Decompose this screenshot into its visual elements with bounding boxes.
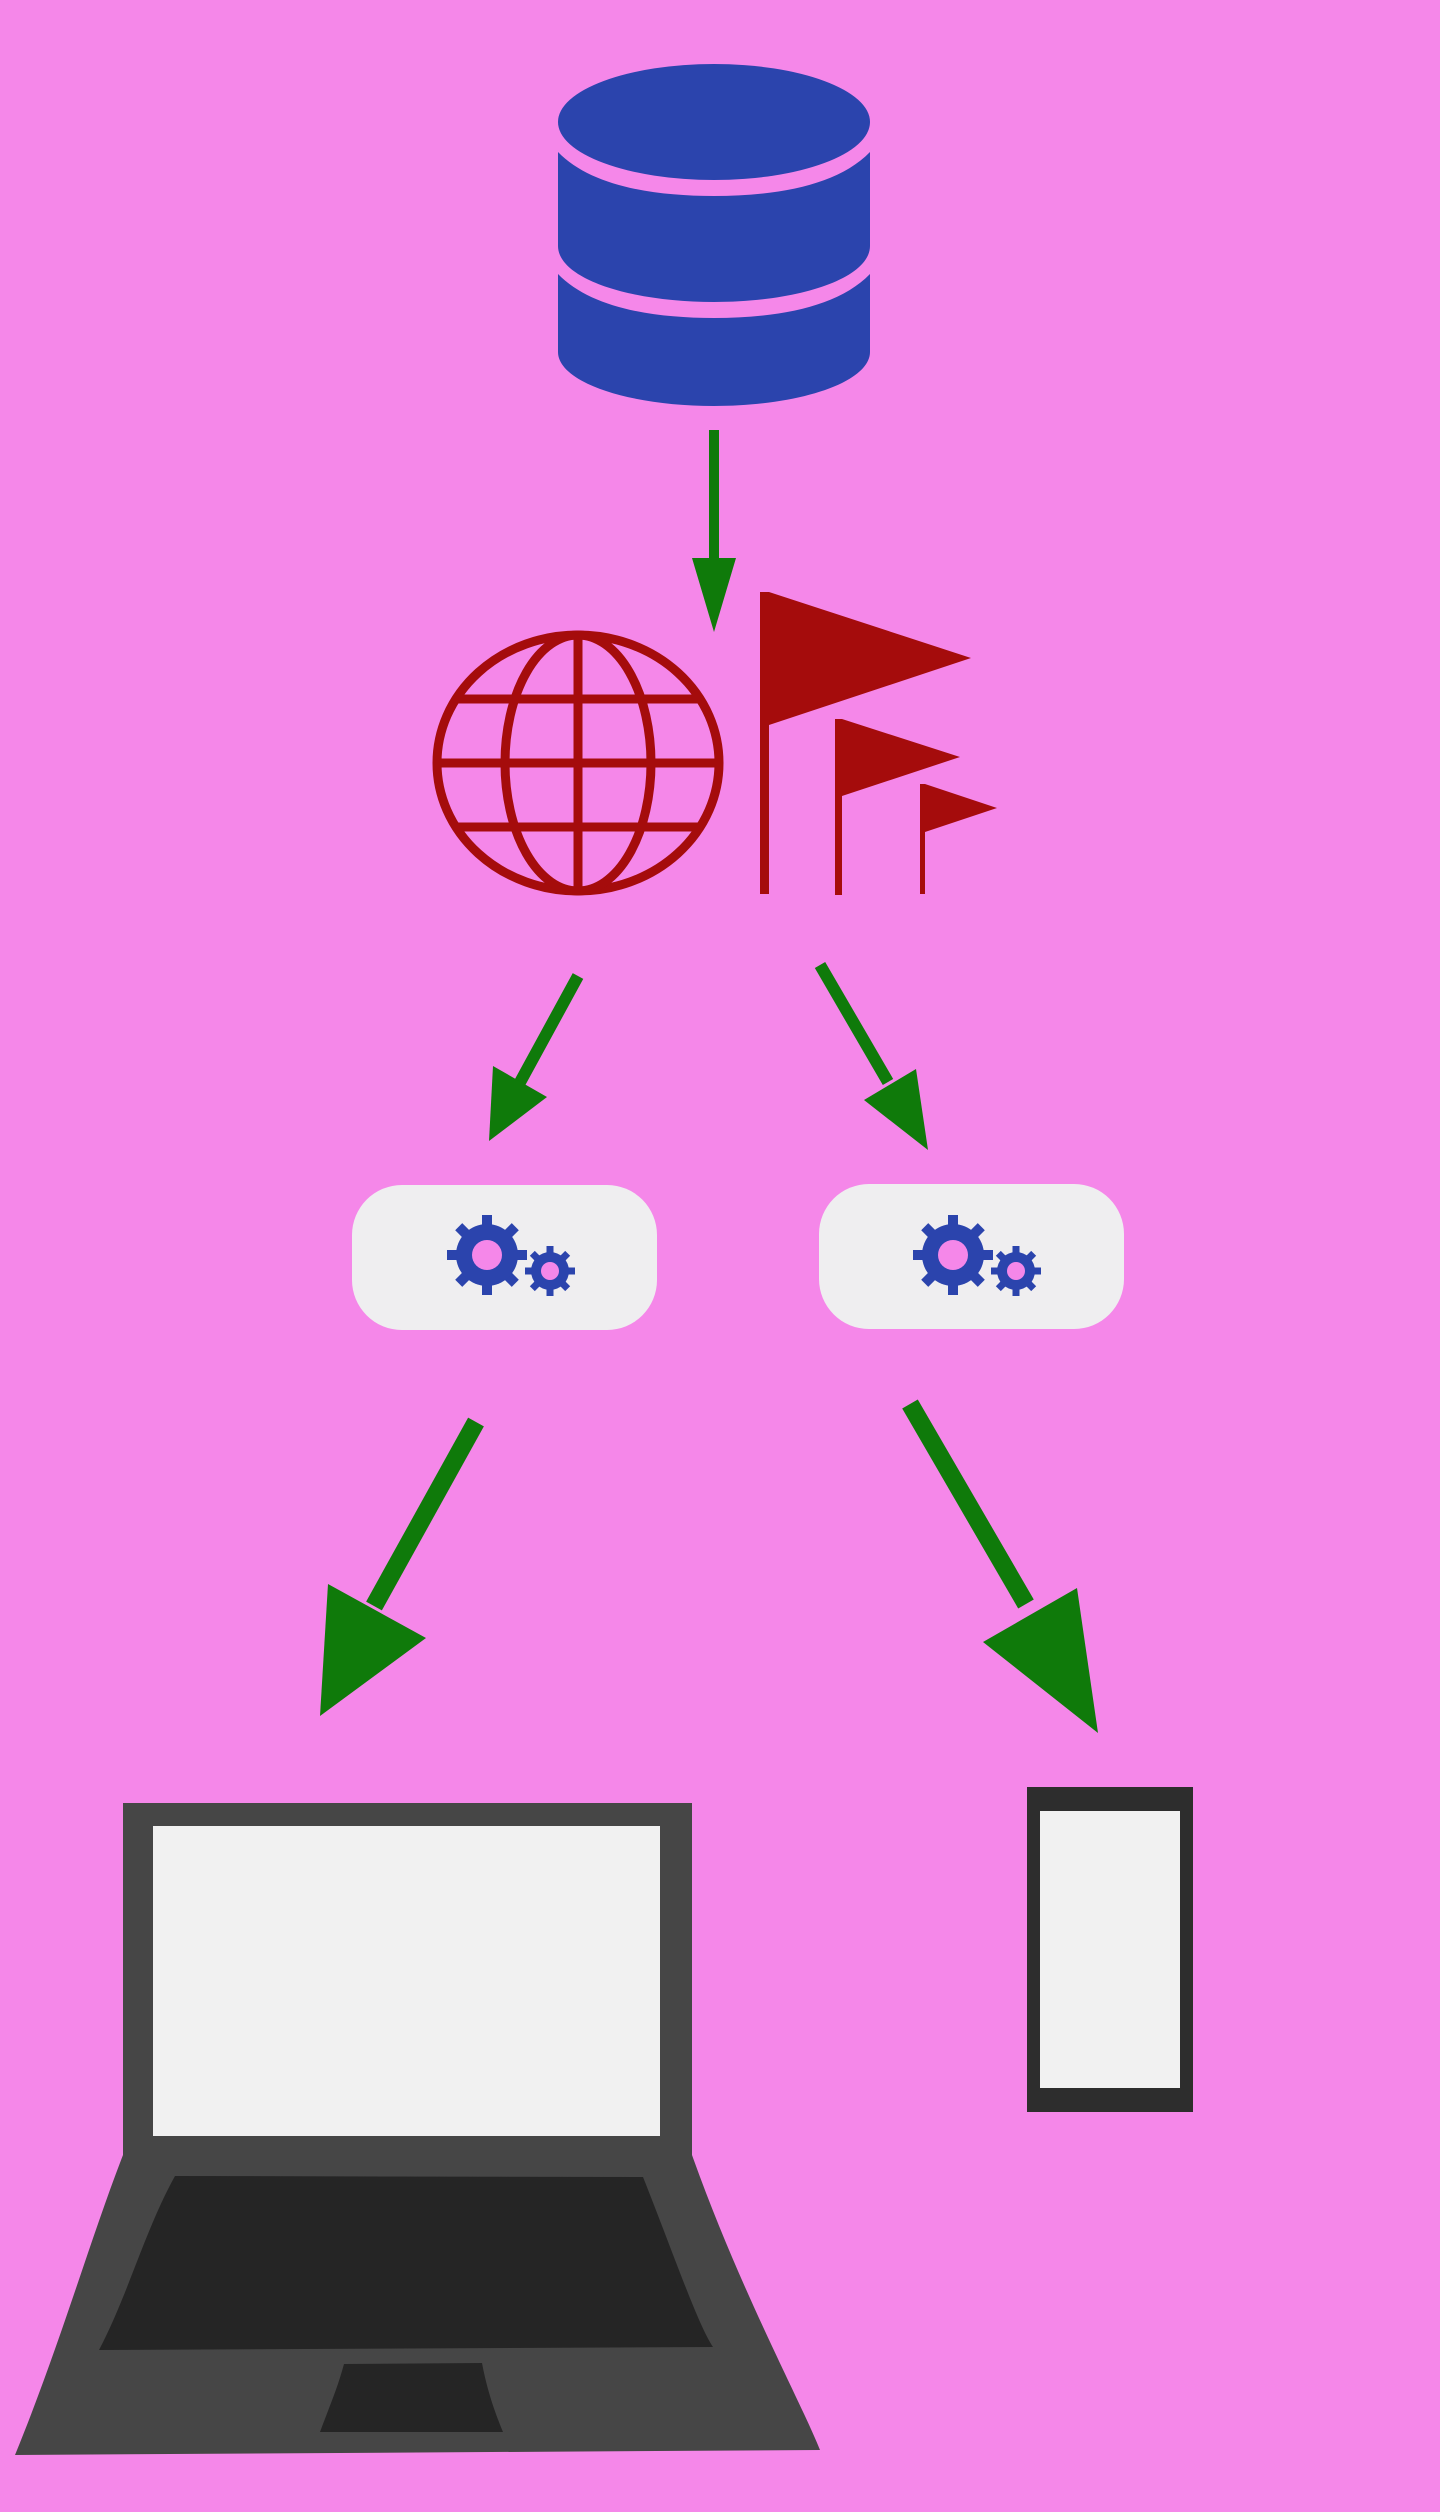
- laptop-screen: [153, 1826, 660, 2136]
- phone-icon: [1027, 1787, 1193, 2112]
- database-icon: [558, 64, 870, 406]
- arrow-database-to-globe: [692, 430, 736, 632]
- phone-screen: [1040, 1811, 1180, 2088]
- service-right: [819, 1184, 1124, 1329]
- flags-icon: [760, 592, 997, 895]
- arrow-service-left-to-laptop: [320, 1417, 484, 1716]
- laptop-trackpad: [320, 2363, 503, 2432]
- arrow-service-right-to-phone: [902, 1399, 1098, 1733]
- service-left: [352, 1185, 657, 1330]
- arrow-globe-to-service-right: [814, 961, 928, 1150]
- globe-icon: [432, 630, 724, 896]
- laptop-icon: [15, 1803, 820, 2455]
- arrow-globe-to-service-left: [489, 973, 584, 1141]
- laptop-keyboard: [99, 2176, 713, 2350]
